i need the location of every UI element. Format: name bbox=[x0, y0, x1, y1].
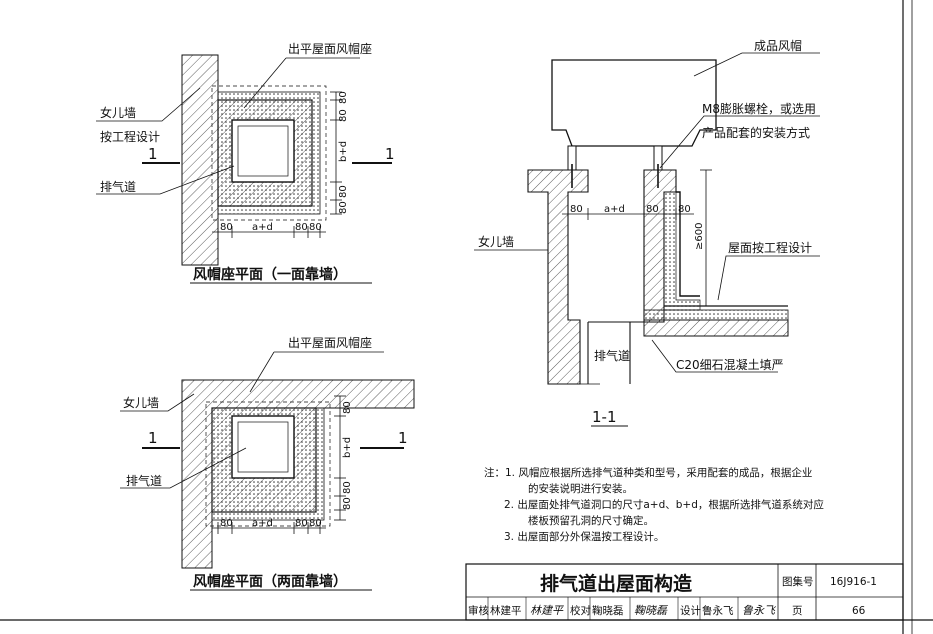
check-label: 校对 bbox=[570, 604, 591, 617]
plan2-section-mark-left: 1 bbox=[148, 429, 158, 447]
design-label: 设计 bbox=[680, 604, 701, 617]
plan1-dim-80-h1: 80 bbox=[220, 222, 233, 233]
plan1-section-mark-right: 1 bbox=[385, 145, 395, 163]
sec-dim-80-3: 80 bbox=[678, 204, 691, 215]
plan1-cap-base-label: 出平屋面风帽座 bbox=[288, 41, 372, 56]
reviewer-name: 林建平 bbox=[490, 604, 522, 617]
checker-signature: 鞠晓磊 bbox=[634, 604, 669, 617]
page-label: 页 bbox=[792, 605, 803, 617]
plan1-dim-80-v2: 80 bbox=[338, 109, 349, 122]
sec-dim-80-2: 80 bbox=[646, 204, 659, 215]
review-label: 审核 bbox=[468, 604, 489, 617]
page-number: 66 bbox=[852, 605, 866, 617]
sec-bolt-label-1: M8膨胀螺栓，或选用 bbox=[702, 101, 816, 116]
plan1-dim-80-v4: 80 bbox=[338, 201, 349, 214]
plan1-duct-label: 排气道 bbox=[100, 179, 136, 194]
sec-concrete-label: C20细石混凝土填严 bbox=[676, 357, 784, 372]
section-1-1 bbox=[474, 52, 820, 427]
plan2-dim-80-v1: 80 bbox=[342, 401, 353, 414]
sec-roof-label: 屋面按工程设计 bbox=[728, 240, 812, 255]
plan2-dim-80-h2: 80 bbox=[295, 518, 308, 529]
sheet-title: 排气道出屋面构造 bbox=[540, 572, 693, 595]
plan1-dim-80-v1: 80 bbox=[338, 91, 349, 104]
sec-product-cap-label: 成品风帽 bbox=[754, 38, 802, 53]
sec-duct-label: 排气道 bbox=[594, 348, 630, 363]
designer-name: 鲁永飞 bbox=[702, 604, 734, 617]
designer-signature: 鲁永飞 bbox=[742, 604, 777, 617]
note-3: 3. 出屋面部分外保温按工程设计。 bbox=[504, 530, 664, 543]
sec-bolt-label-2: 产品配套的安装方式 bbox=[702, 125, 810, 140]
plan1-parapet-label: 女儿墙 bbox=[100, 105, 136, 120]
checker-name: 鞠晓磊 bbox=[592, 604, 624, 617]
plan2-dim-80-v2: 80 bbox=[342, 481, 353, 494]
plan1-by-design-label: 按工程设计 bbox=[100, 129, 160, 144]
plan2-dim-80-h3: 80 bbox=[309, 518, 322, 529]
plan1-dim-bd: b+d bbox=[338, 141, 349, 162]
plan2-caption: 风帽座平面（两面靠墙） bbox=[193, 573, 347, 590]
atlas-no: 16J916-1 bbox=[830, 576, 877, 588]
plan2-dim-bd: b+d bbox=[342, 437, 353, 458]
note-2b: 楼板预留孔洞的尺寸确定。 bbox=[528, 514, 654, 527]
plan2-section-mark-right: 1 bbox=[398, 429, 408, 447]
plan-one-wall bbox=[96, 54, 392, 284]
sec-dim-ad: a+d bbox=[604, 204, 625, 215]
plan2-duct-label: 排气道 bbox=[126, 473, 162, 488]
note-1b: 的安装说明进行安装。 bbox=[528, 482, 633, 495]
section-title: 1-1 bbox=[592, 408, 617, 426]
plan-two-walls bbox=[120, 351, 415, 591]
plan1-section-mark-left: 1 bbox=[148, 145, 158, 163]
note-2a: 2. 出屋面处排气道洞口的尺寸a+d、b+d，根据所选排气道系统对应 bbox=[504, 498, 824, 511]
plan1-dim-ad: a+d bbox=[252, 222, 273, 233]
atlas-no-label: 图集号 bbox=[782, 575, 814, 588]
plan1-dim-80-v3: 80 bbox=[338, 185, 349, 198]
title-block bbox=[465, 563, 904, 621]
plan2-dim-ad: a+d bbox=[252, 518, 273, 529]
sec-dim-80-1: 80 bbox=[570, 204, 583, 215]
plan2-parapet-label: 女儿墙 bbox=[123, 395, 159, 410]
plan2-dim-80-h1: 80 bbox=[220, 518, 233, 529]
plan1-dim-80-h2: 80 bbox=[295, 222, 308, 233]
plan2-dim-80-v3: 80 bbox=[342, 497, 353, 510]
plan1-dim-80-h3: 80 bbox=[309, 222, 322, 233]
sec-dim-600: ≥600 bbox=[694, 223, 705, 250]
note-1a: 注：1. 风帽应根据所选排气道种类和型号，采用配套的成品，根据企业 bbox=[484, 466, 812, 479]
sec-parapet-label: 女儿墙 bbox=[478, 234, 514, 249]
plan1-caption: 风帽座平面（一面靠墙） bbox=[193, 266, 347, 283]
plan2-cap-base-label: 出平屋面风帽座 bbox=[288, 335, 372, 350]
reviewer-signature: 林建平 bbox=[530, 604, 564, 617]
